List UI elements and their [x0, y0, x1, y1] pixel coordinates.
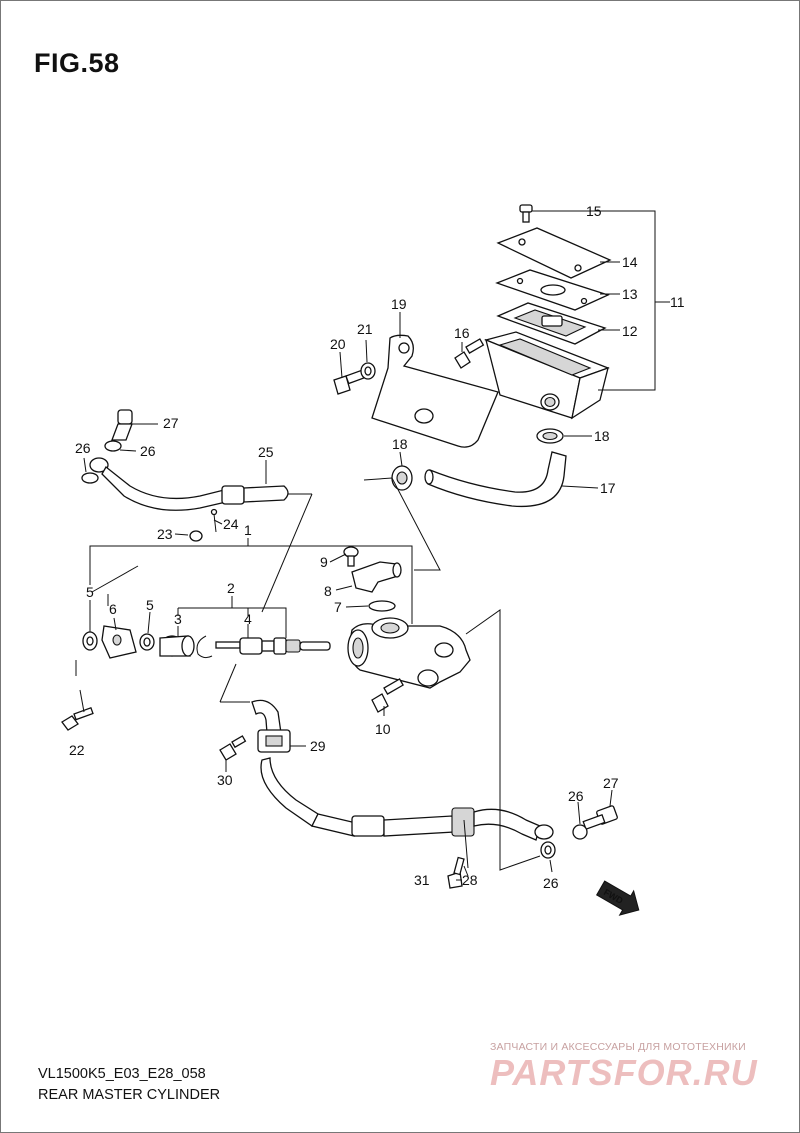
callout-21: 21: [357, 321, 373, 337]
hose-clamp-upper: [536, 428, 564, 444]
upper-washer-lower: [81, 472, 99, 484]
callout-28: 28: [462, 872, 478, 888]
leader-lines: [75, 210, 670, 881]
piston-rod: [215, 637, 331, 655]
cylinder-body: [347, 617, 471, 689]
callout-2: 2: [227, 580, 235, 596]
rod-nut-right: [139, 633, 155, 651]
upper-washer: [104, 440, 122, 452]
callout-4: 4: [244, 611, 252, 627]
callout-26-upper-left: 26: [75, 440, 91, 456]
callout-10: 10: [375, 721, 391, 737]
hose-clamp-bracket: [257, 729, 291, 753]
callout-9: 9: [320, 554, 328, 570]
callout-22: 22: [69, 742, 85, 758]
pin-washer: [189, 530, 203, 542]
callout-30: 30: [217, 772, 233, 788]
callout-18-right: 18: [594, 428, 610, 444]
callout-18-left: 18: [392, 436, 408, 452]
reservoir-cap: [496, 227, 612, 279]
watermark-logo: PARTSFOR.RU: [490, 1052, 758, 1093]
hose-connector: [351, 561, 402, 593]
hose-bracket-screw: [447, 856, 465, 889]
section-name: REAR MASTER CYLINDER: [38, 1087, 221, 1103]
figure-title: FIG.58: [34, 48, 120, 78]
lower-brake-hose: [251, 699, 554, 841]
lower-union-bolt: [582, 805, 618, 831]
callout-20: 20: [330, 336, 346, 352]
callout-labels: 1 2 3 4 5 5 6 7 8 9 10 11 12 13 14 15 16…: [69, 203, 685, 891]
fwd-arrow-icon: FWD: [595, 880, 640, 916]
callout-27-lower: 27: [603, 775, 619, 791]
snap-ring: [196, 635, 213, 659]
callout-5-right: 5: [146, 597, 154, 613]
callout-13: 13: [622, 286, 638, 302]
callout-24: 24: [223, 516, 239, 532]
callout-25: 25: [258, 444, 274, 460]
callout-23: 23: [157, 526, 173, 542]
connector-oring: [368, 600, 396, 612]
callout-29: 29: [310, 738, 326, 754]
callout-3: 3: [174, 611, 182, 627]
callout-12: 12: [622, 323, 638, 339]
callout-16: 16: [454, 325, 470, 341]
callout-15: 15: [586, 203, 602, 219]
bracket-bolt: [333, 369, 365, 395]
callout-26-upper-right: 26: [140, 443, 156, 459]
callout-31: 31: [414, 872, 430, 888]
upper-brake-hose: [89, 457, 289, 511]
reservoir-hose: [424, 451, 567, 508]
callout-11: 11: [670, 294, 685, 310]
upper-bolt: [111, 409, 133, 441]
reservoir-screw: [519, 204, 533, 223]
diaphragm: [496, 302, 607, 345]
cotter-pin: [210, 508, 218, 533]
clamp-screw: [219, 735, 247, 761]
bracket: [371, 334, 499, 448]
callout-7: 7: [334, 599, 342, 615]
callout-19: 19: [391, 296, 407, 312]
callout-5-left: 5: [86, 584, 94, 600]
callout-14: 14: [622, 254, 638, 270]
hose-clamp-lower: [391, 465, 413, 491]
callout-17: 17: [600, 480, 616, 496]
clevis: [101, 625, 137, 659]
clevis-pin: [61, 707, 94, 731]
reservoir-bolt: [454, 338, 485, 369]
bracket-washer: [360, 362, 376, 380]
lower-washer-bottom: [540, 841, 556, 859]
piston-boot: [159, 635, 195, 657]
connector-screw: [343, 546, 359, 567]
model-code: VL1500K5_E03_E28_058: [38, 1066, 206, 1082]
cap-plate: [495, 269, 610, 311]
watermark-tagline: ЗАПЧАСТИ И АКСЕССУАРЫ ДЛЯ МОТОТЕХНИКИ: [490, 1041, 746, 1053]
callout-26-lower-bottom: 26: [543, 875, 559, 891]
rod-nut-left: [82, 631, 98, 651]
reservoir-body: [483, 331, 610, 420]
callout-8: 8: [324, 583, 332, 599]
callout-26-lower-right: 26: [568, 788, 584, 804]
callout-27-upper: 27: [163, 415, 179, 431]
lower-washer-right: [572, 824, 588, 840]
callout-6: 6: [109, 601, 117, 617]
cylinder-bolt: [371, 678, 404, 713]
callout-1: 1: [244, 522, 252, 538]
